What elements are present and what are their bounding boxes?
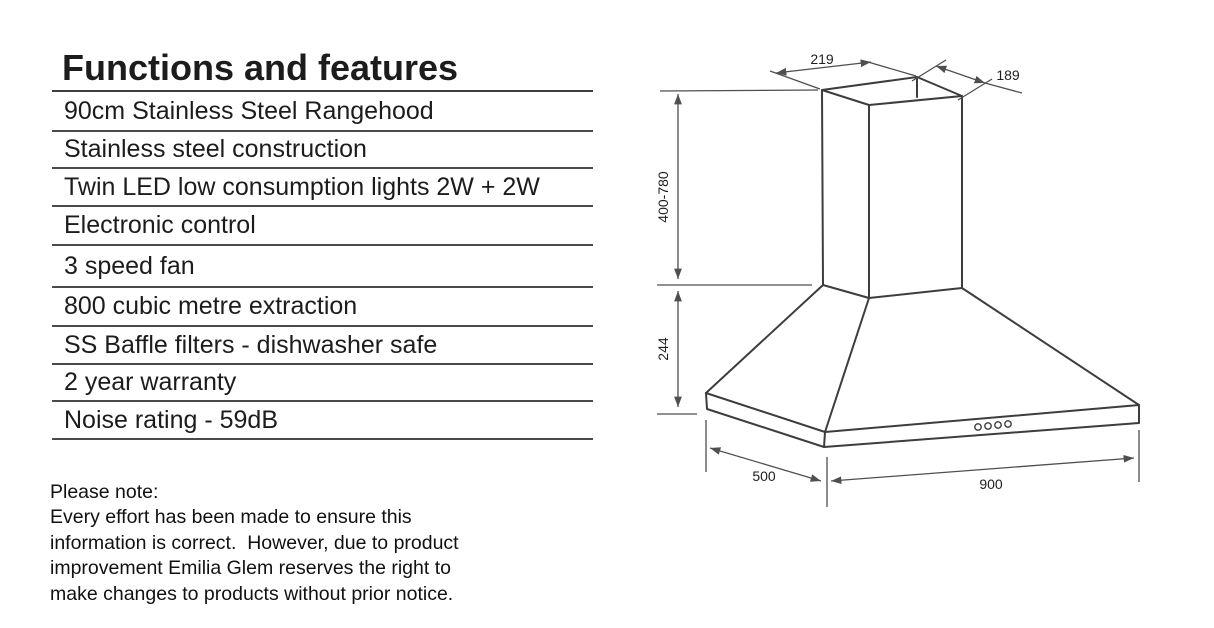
dimension-duct-width: 189 [911, 59, 1023, 101]
feature-item: SS Baffle filters - dishwasher safe [52, 327, 593, 365]
feature-item: 3 speed fan [52, 246, 593, 288]
dimension-label-duct-height: 400-780 [655, 171, 671, 223]
dimension-label-hood-width: 900 [979, 476, 1003, 492]
feature-item: Twin LED low consumption lights 2W + 2W [52, 169, 593, 207]
feature-item: 800 cubic metre extraction [52, 288, 593, 327]
dimension-duct-height: 400-780 [655, 89, 819, 279]
feature-item: Electronic control [52, 207, 593, 246]
note-line: information is correct. However, due to … [50, 531, 459, 554]
feature-item: 2 year warranty [52, 365, 593, 402]
note-line: make changes to products without prior n… [50, 582, 454, 605]
disclaimer-note: Please note: Every effort has been made … [50, 480, 530, 607]
chimney-duct-outline [821, 76, 963, 299]
dimension-label-duct-depth: 219 [810, 51, 834, 67]
feature-item: Noise rating - 59dB [52, 402, 593, 440]
dimension-hood-height: 244 [655, 284, 812, 415]
dimension-label-hood-depth: 500 [752, 468, 776, 484]
feature-item: 90cm Stainless Steel Rangehood [52, 92, 593, 132]
dimension-hood-width: 900 [826, 430, 1140, 507]
page-title: Functions and features [52, 46, 593, 92]
note-line: Every effort has been made to ensure thi… [50, 506, 412, 529]
dimension-hood-depth: 500 [705, 420, 822, 484]
dimension-label-hood-height: 244 [655, 337, 671, 361]
dimension-duct-depth: 219 [769, 51, 917, 90]
hood-canopy-outline [705, 284, 1140, 448]
note-line: improvement Emilia Glem reserves the rig… [50, 557, 451, 580]
feature-item: Stainless steel construction [52, 132, 593, 169]
dimension-label-duct-width: 189 [996, 67, 1020, 83]
features-panel: Functions and features 90cm Stainless St… [52, 46, 593, 440]
control-buttons [974, 420, 1012, 431]
note-line: Please note: [50, 481, 159, 503]
